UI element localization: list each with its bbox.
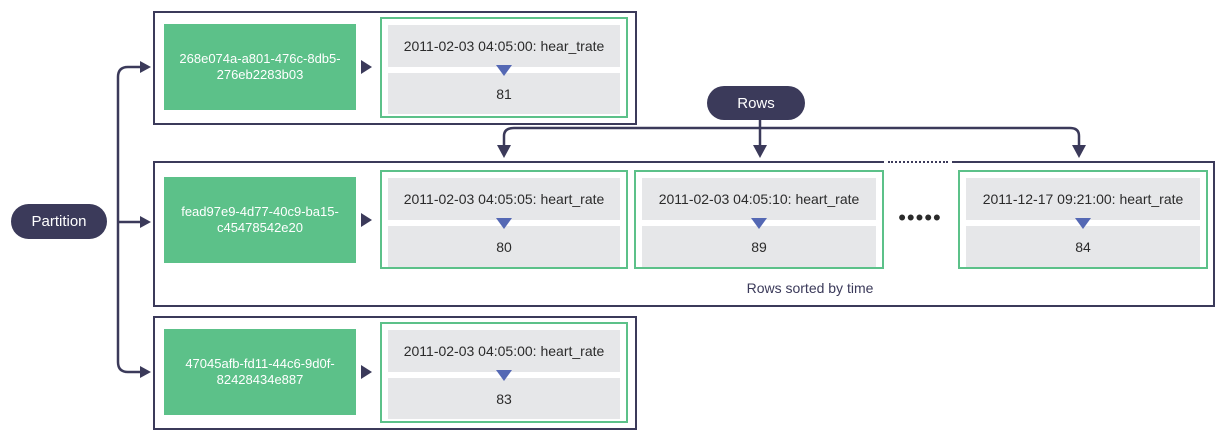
sorted-label: Rows sorted by time	[746, 280, 874, 296]
row-cell: 2011-12-17 09:21:00: heart_rate 84	[958, 170, 1208, 269]
down-arrow-icon	[496, 65, 512, 76]
partition-key: 47045afb-fd11-44c6-9d0f- 82428434e887	[164, 329, 356, 415]
row-value: 89	[642, 226, 876, 267]
row-cell: 2011-02-03 04:05:10: heart_rate 89	[634, 170, 884, 269]
down-arrow-icon	[496, 218, 512, 229]
row-column-name: 2011-12-17 09:21:00: heart_rate	[966, 178, 1200, 220]
down-arrow-icon	[751, 218, 767, 229]
key-arrow-icon	[361, 60, 372, 74]
row-cell: 2011-02-03 04:05:05: heart_rate 80	[380, 170, 628, 269]
row-column-name: 2011-02-03 04:05:00: hear_trate	[388, 25, 620, 67]
partition-key-line: c45478542e20	[216, 220, 303, 235]
arrow-head-middle	[140, 216, 151, 228]
partition-pill: Partition	[11, 204, 107, 239]
row-value: 80	[388, 226, 620, 267]
arrow-head-bottom	[140, 366, 151, 378]
row-value: 83	[388, 378, 620, 419]
rows-pill: Rows	[707, 86, 805, 120]
row-value: 81	[388, 73, 620, 114]
rows-arrow-right	[1072, 145, 1086, 158]
partition-key: fead97e9-4d77-40c9-ba15- c45478542e20	[164, 177, 356, 263]
border-dotted	[888, 161, 948, 163]
key-arrow-icon	[361, 365, 372, 379]
row-value: 84	[966, 226, 1200, 267]
partition-key-line: 82428434e887	[216, 372, 304, 387]
down-arrow-icon	[1075, 218, 1091, 229]
partition-label: Partition	[31, 213, 87, 230]
row-cell: 2011-02-03 04:05:00: hear_trate 81	[380, 17, 628, 118]
partition-key-line: 276eb2283b03	[216, 67, 304, 82]
row-column-name: 2011-02-03 04:05:05: heart_rate	[388, 178, 620, 220]
row-cell: 2011-02-03 04:05:00: heart_rate 83	[380, 322, 628, 423]
partition-key: 268e074a-a801-476c-8db5- 276eb2283b03	[164, 24, 356, 110]
ellipsis-dots: •••••	[898, 205, 942, 230]
partition-key-line: fead97e9-4d77-40c9-ba15-	[181, 204, 339, 219]
row-column-name: 2011-02-03 04:05:10: heart_rate	[642, 178, 876, 220]
rows-bracket	[502, 118, 1081, 148]
partition-key-line: 47045afb-fd11-44c6-9d0f-	[185, 356, 335, 371]
key-arrow-icon	[361, 213, 372, 227]
rows-arrow-left	[497, 145, 511, 158]
partition-key-line: 268e074a-a801-476c-8db5-	[179, 51, 341, 66]
partition-bracket	[116, 65, 140, 374]
rows-label: Rows	[737, 94, 775, 112]
down-arrow-icon	[496, 370, 512, 381]
arrow-head-top	[140, 61, 151, 73]
rows-arrow-mid	[753, 145, 767, 158]
row-column-name: 2011-02-03 04:05:00: heart_rate	[388, 330, 620, 372]
